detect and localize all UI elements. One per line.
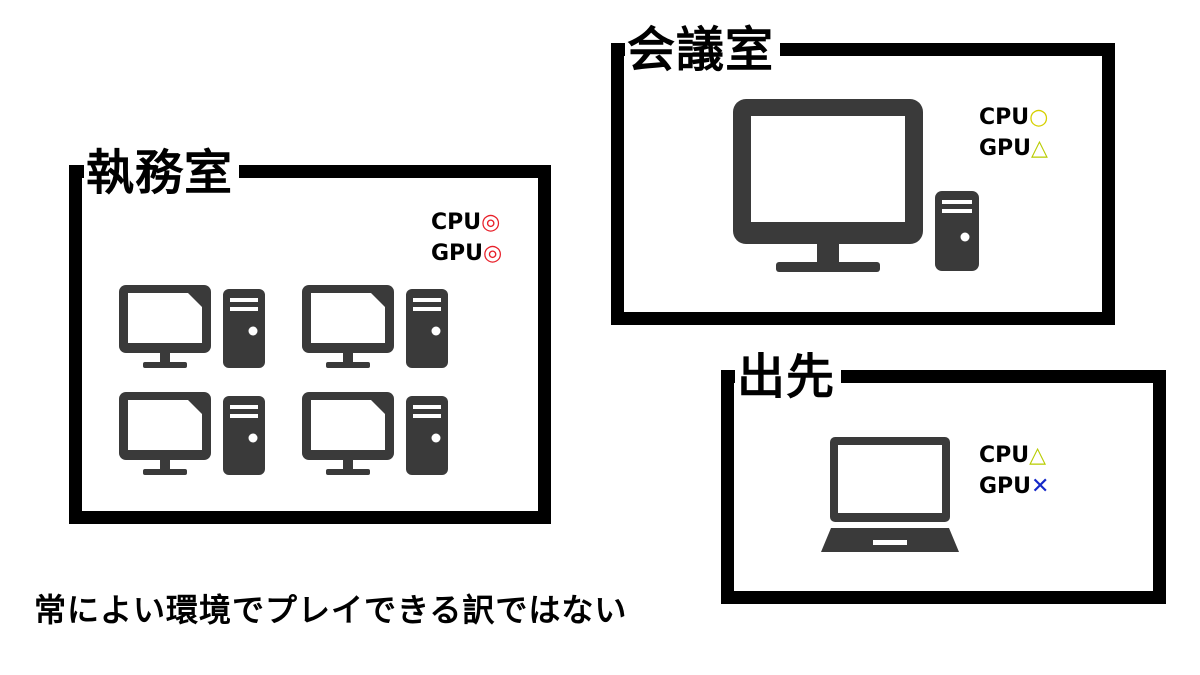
meeting-cpu-spec: CPU○	[979, 105, 1049, 130]
desktop-pc-icon	[119, 285, 265, 368]
remote-gpu-spec: GPU✕	[979, 474, 1050, 499]
office-cpu-rating: ◎	[481, 210, 501, 235]
large-desktop-pc-icon	[733, 99, 979, 272]
remote-cpu-rating: △	[1029, 443, 1047, 468]
desktop-pc-icon	[302, 285, 448, 368]
meeting-specs: CPU○ GPU△	[979, 102, 1048, 164]
meeting-gpu-rating: △	[1031, 136, 1048, 161]
remote-specs: CPU△ GPU✕	[979, 440, 1049, 502]
desktop-pc-icon	[119, 392, 265, 475]
office-room-title: 執務室	[84, 145, 240, 201]
office-gpu-spec: GPU◎	[431, 241, 503, 266]
remote-cpu-spec: CPU△	[979, 443, 1047, 468]
meeting-room-title: 会議室	[625, 22, 781, 78]
meeting-cpu-rating: ○	[1029, 105, 1049, 130]
desktop-pc-icon	[302, 392, 448, 475]
office-specs: CPU◎ GPU◎	[431, 207, 502, 269]
caption: 常によい環境でプレイできる訳ではない	[34, 591, 628, 629]
meeting-gpu-spec: GPU△	[979, 136, 1048, 161]
laptop-icon	[821, 437, 959, 552]
remote-gpu-rating: ✕	[1031, 474, 1050, 499]
remote-room-title: 出先	[735, 349, 842, 405]
office-gpu-rating: ◎	[483, 241, 503, 266]
office-cpu-spec: CPU◎	[431, 210, 501, 235]
